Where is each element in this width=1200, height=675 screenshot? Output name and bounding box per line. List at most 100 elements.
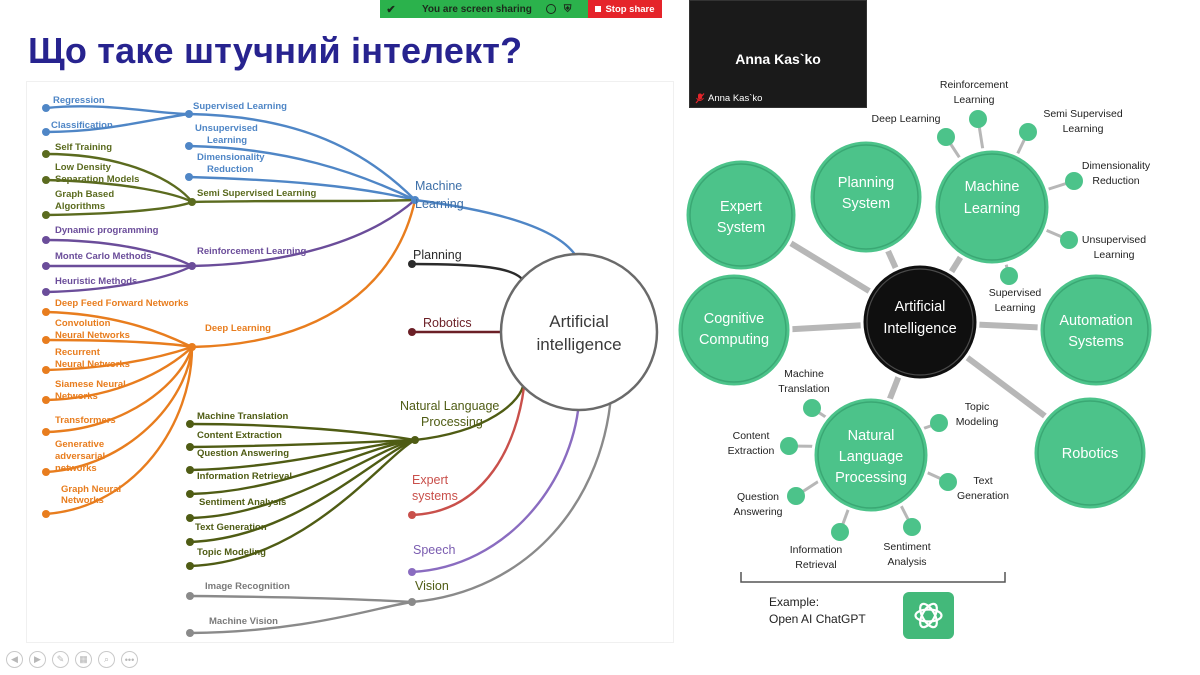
label-cognitive-2: Computing — [699, 332, 769, 348]
node-expert-system — [683, 157, 799, 273]
node-planning-system — [807, 138, 925, 256]
label-expert-system-2: System — [717, 220, 765, 236]
label-vision: Vision — [415, 579, 449, 593]
label-speech: Speech — [413, 543, 455, 557]
label-convolution-2: Neural Networks — [55, 330, 130, 341]
label-planning: Planning — [413, 248, 462, 262]
label-gnn-1: Graph Neural — [61, 484, 121, 495]
share-logo-icon: ✔ — [386, 3, 396, 16]
label-textgen-sub-2: Generation — [957, 490, 1009, 502]
slides-grid-icon[interactable]: ▦ — [75, 651, 92, 668]
label-reinforcement-sub-2: Learning — [954, 94, 995, 106]
stop-share-button[interactable]: Stop share — [588, 0, 662, 18]
label-heuristic: Heuristic Methods — [55, 276, 137, 287]
label-qa-sub-2: Answering — [733, 506, 782, 518]
share-status-text: You are screen sharing — [422, 3, 532, 15]
label-nlp-item-1: Machine Translation — [197, 411, 289, 422]
label-convolution-1: Convolution — [55, 318, 111, 329]
label-automation-2: Systems — [1068, 334, 1124, 350]
label-nlp-node-1: Natural — [848, 428, 895, 444]
ai-center-circle — [499, 252, 659, 412]
label-sup-sub-1: Supervised — [989, 287, 1042, 299]
taxonomy-svg: Artificial intelligence Regression Class… — [42, 95, 659, 637]
label-mt-sub-2: Translation — [778, 383, 830, 395]
label-machine-learning-2: Learning — [415, 197, 464, 211]
label-classification: Classification — [51, 120, 113, 131]
label-regression: Regression — [53, 95, 105, 106]
label-recurrent-2: Neural Networks — [55, 359, 130, 370]
participant-label: Anna Kas`ko — [708, 93, 763, 104]
ai-center-label-1: Artificial — [549, 312, 609, 331]
label-topic-sub-2: Modeling — [956, 416, 999, 428]
label-gan-1: Generative — [55, 439, 104, 450]
example-label-2: Open AI ChatGPT — [769, 612, 866, 626]
status-dot-icon — [545, 4, 556, 14]
label-dimensionality-2: Reduction — [207, 164, 254, 175]
label-sentiment-sub-1: Sentiment — [883, 541, 930, 553]
pen-icon[interactable]: ✎ — [52, 651, 69, 668]
label-nlp-item-4: Information Retrieval — [197, 471, 292, 482]
label-dim-sub-1: Dimensionality — [1082, 160, 1151, 172]
label-planning-system-2: System — [842, 196, 890, 212]
node-ai-center — [860, 262, 980, 382]
label-dynamic-programming: Dynamic programming — [55, 225, 159, 236]
label-sup-sub-2: Learning — [995, 302, 1036, 314]
label-machine-learning-1: Machine — [415, 179, 462, 193]
label-reinforcement-sub-1: Reinforcement — [940, 79, 1008, 91]
label-nlp-1: Natural Language — [400, 399, 499, 413]
label-nlp-2: Processing — [421, 415, 483, 429]
label-deep-learning-sub: Deep Learning — [872, 113, 941, 125]
label-expert-2: systems — [412, 489, 458, 503]
label-content-sub-2: Extraction — [728, 445, 775, 457]
label-graph-based-1: Graph Based — [55, 189, 114, 200]
label-gan-3: networks — [55, 463, 97, 474]
label-planning-system-1: Planning — [838, 175, 894, 191]
label-low-density-2: Separation Models — [55, 174, 139, 185]
chatgpt-logo-icon — [903, 592, 954, 639]
label-unsupervised-2: Learning — [207, 135, 247, 146]
label-reinforcement: Reinforcement Learning — [197, 246, 306, 257]
node-automation-systems — [1037, 271, 1155, 389]
label-semi-sub-1: Semi Supervised — [1043, 108, 1123, 120]
stop-share-label: Stop share — [605, 3, 655, 15]
label-dimensionality-1: Dimensionality — [197, 152, 265, 163]
zoom-icon[interactable]: ⌕ — [98, 651, 115, 668]
label-ai-center-1: Artificial — [895, 299, 946, 315]
example-bracket — [740, 572, 1006, 583]
label-deep-feed-forward: Deep Feed Forward Networks — [55, 298, 189, 309]
more-icon[interactable]: ••• — [121, 651, 138, 668]
label-expert-1: Expert — [412, 473, 449, 487]
label-gan-2: adversarial — [55, 451, 105, 462]
node-cognitive-computing — [675, 271, 793, 389]
label-siamese-1: Siamese Neural — [55, 379, 126, 390]
label-deep-learning: Deep Learning — [205, 323, 271, 334]
label-ir-sub-2: Retrieval — [795, 559, 836, 571]
mic-muted-icon — [695, 93, 705, 104]
label-semi-sub-2: Learning — [1063, 123, 1104, 135]
label-automation-1: Automation — [1059, 313, 1132, 329]
participant-video-tile[interactable]: Anna Kas`ko Anna Kas`ko — [689, 0, 867, 108]
fields-svg: Expert System Planning System Machine Le… — [675, 79, 1155, 639]
prev-slide-icon[interactable]: ◀ — [6, 651, 23, 668]
label-content-sub-1: Content — [733, 430, 770, 442]
label-robotics-node: Robotics — [1062, 446, 1118, 462]
label-machine-vision: Machine Vision — [209, 616, 278, 627]
label-recurrent-1: Recurrent — [55, 347, 101, 358]
label-transformers: Transformers — [55, 415, 116, 426]
label-semi-supervised: Semi Supervised Learning — [197, 188, 317, 199]
label-ml-node-2: Learning — [964, 201, 1020, 217]
label-low-density-1: Low Density — [55, 162, 112, 173]
participant-name: Anna Kas`ko — [735, 51, 821, 67]
node-machine-learning — [932, 147, 1052, 267]
label-nlp-item-7: Topic Modeling — [197, 547, 266, 558]
node-nlp — [811, 395, 931, 515]
label-image-recognition: Image Recognition — [205, 581, 290, 592]
ai-fields-diagram: Expert System Planning System Machine Le… — [675, 72, 1196, 652]
label-monte-carlo: Monte Carlo Methods — [55, 251, 152, 262]
next-slide-icon[interactable]: ▶ — [29, 651, 46, 668]
label-mt-sub-1: Machine — [784, 368, 824, 380]
example-label-1: Example: — [769, 595, 819, 609]
label-topic-sub-1: Topic — [965, 401, 990, 413]
label-nlp-item-3: Question Answering — [197, 448, 289, 459]
label-cognitive-1: Cognitive — [704, 311, 764, 327]
